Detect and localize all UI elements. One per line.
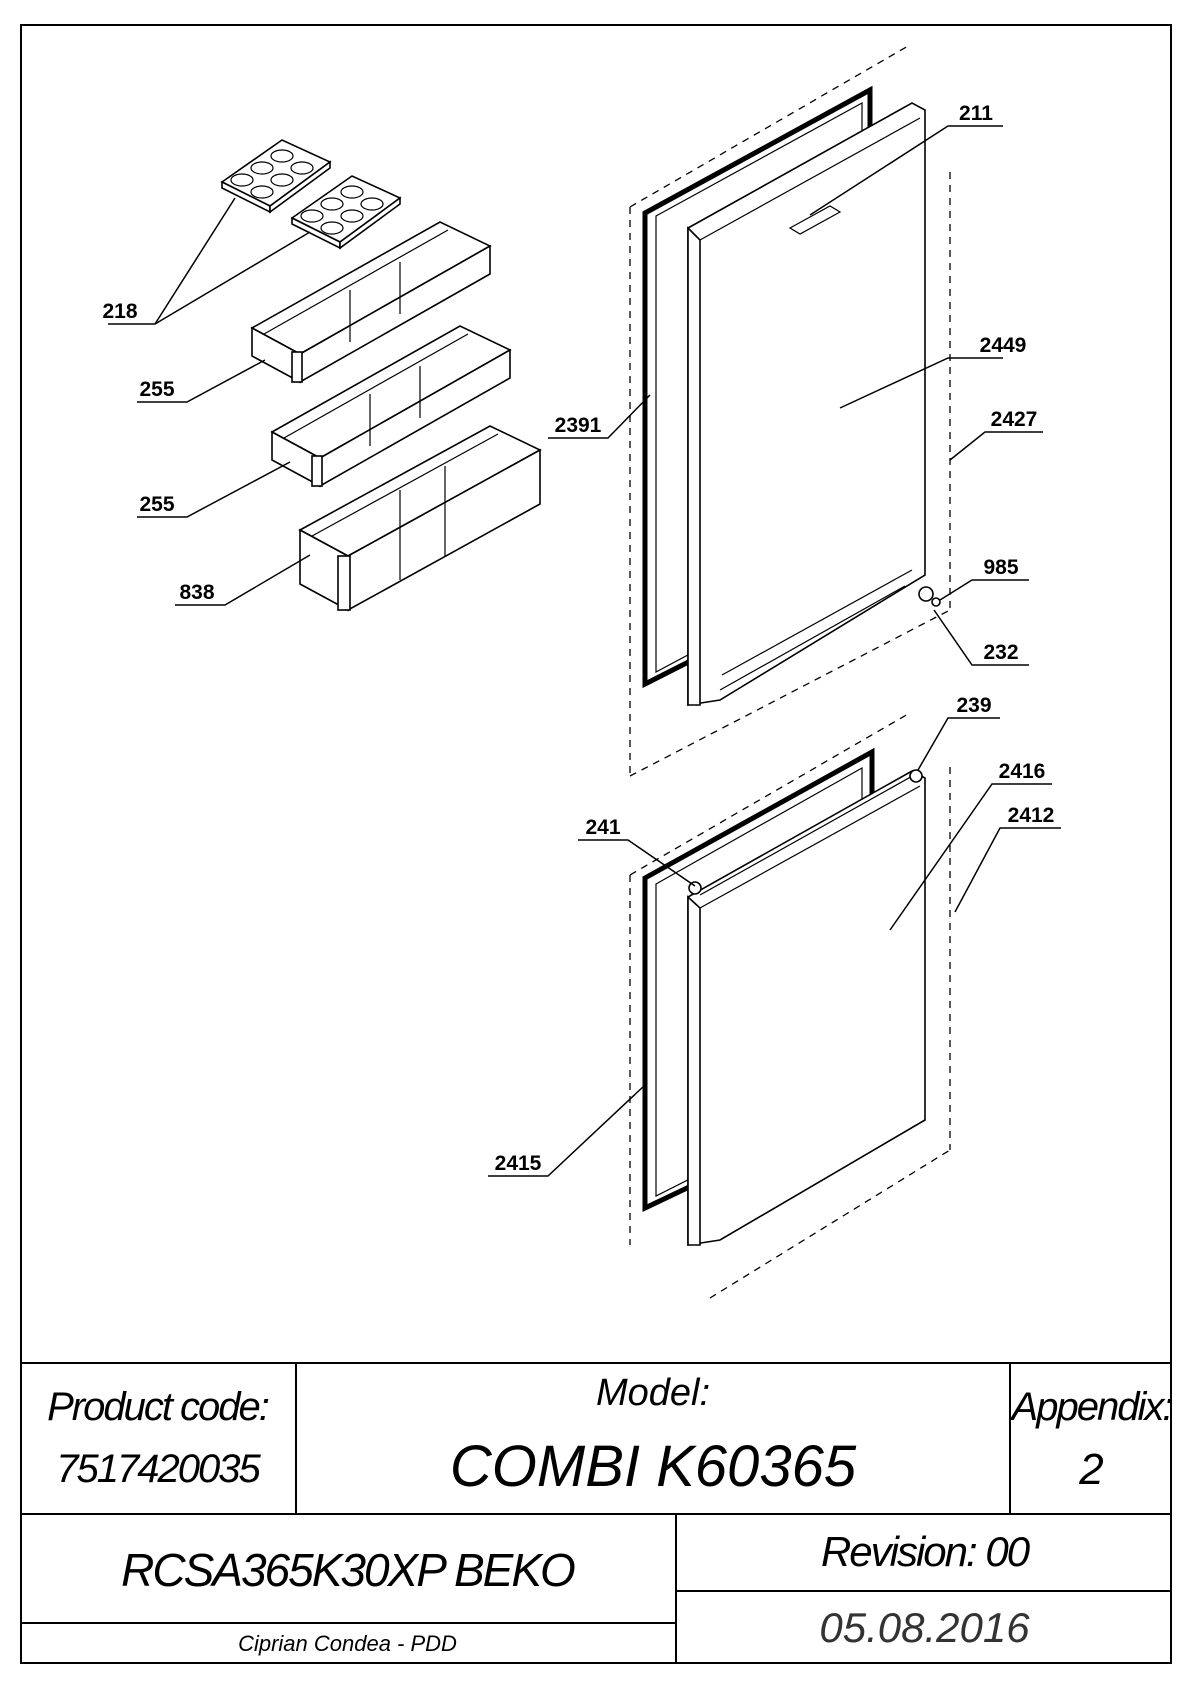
appendix-label: Appendix:: [1011, 1384, 1174, 1429]
model-name: COMBI K60365: [449, 1433, 857, 1499]
product-code-label: Product code:: [47, 1384, 270, 1429]
callout-218: 218: [102, 300, 137, 323]
model-label: Model:: [595, 1371, 711, 1414]
callout-2412: 2412: [1008, 804, 1055, 827]
callout-2427: 2427: [991, 408, 1038, 431]
title-block-top-rule: [20, 1362, 1172, 1364]
title-block-divider: [1009, 1362, 1011, 1513]
callout-985: 985: [983, 556, 1018, 579]
callout-255-upper: 255: [139, 378, 174, 401]
callout-211: 211: [959, 102, 993, 125]
door-shelf-255-upper: [250, 221, 492, 384]
callout-241: 241: [585, 816, 620, 839]
title-block-divider: [20, 1622, 675, 1624]
bottle-shelf-838: [298, 425, 542, 612]
upper-door-assembly: [629, 45, 951, 777]
title-block-divider: [675, 1590, 1172, 1592]
appendix-value: 2: [1079, 1445, 1104, 1494]
callout-232: 232: [983, 641, 1018, 664]
callout-838: 838: [179, 581, 214, 604]
product-code-value: 7517420035: [56, 1446, 260, 1491]
title-block-divider: [295, 1362, 297, 1513]
callout-2449: 2449: [980, 334, 1027, 357]
door-shelf-255-lower: [270, 325, 512, 488]
callout-2415: 2415: [495, 1152, 542, 1175]
callout-2416: 2416: [999, 760, 1046, 783]
leader-lines: [108, 125, 1061, 1177]
date: 05.08.2016: [819, 1604, 1030, 1651]
author: Ciprian Condea - PDD: [238, 1631, 457, 1656]
callout-255-lower: 255: [139, 493, 174, 516]
callout-2391: 2391: [555, 414, 602, 437]
egg-tray-lower: [290, 175, 402, 250]
lower-door-assembly: [629, 713, 951, 1299]
exploded-parts-diagram: 211 218 255 255 838 2449 2391 2427 985 2…: [102, 45, 1061, 1299]
title-block-divider: [20, 1513, 1172, 1515]
variant-name: RCSA365K30XP BEKO: [121, 1544, 576, 1596]
egg-tray-upper: [220, 139, 332, 214]
callout-239: 239: [956, 694, 991, 717]
title-block-divider: [675, 1513, 677, 1664]
drawing-sheet-border: [20, 24, 1172, 1664]
revision: Revision: 00: [820, 1528, 1030, 1575]
